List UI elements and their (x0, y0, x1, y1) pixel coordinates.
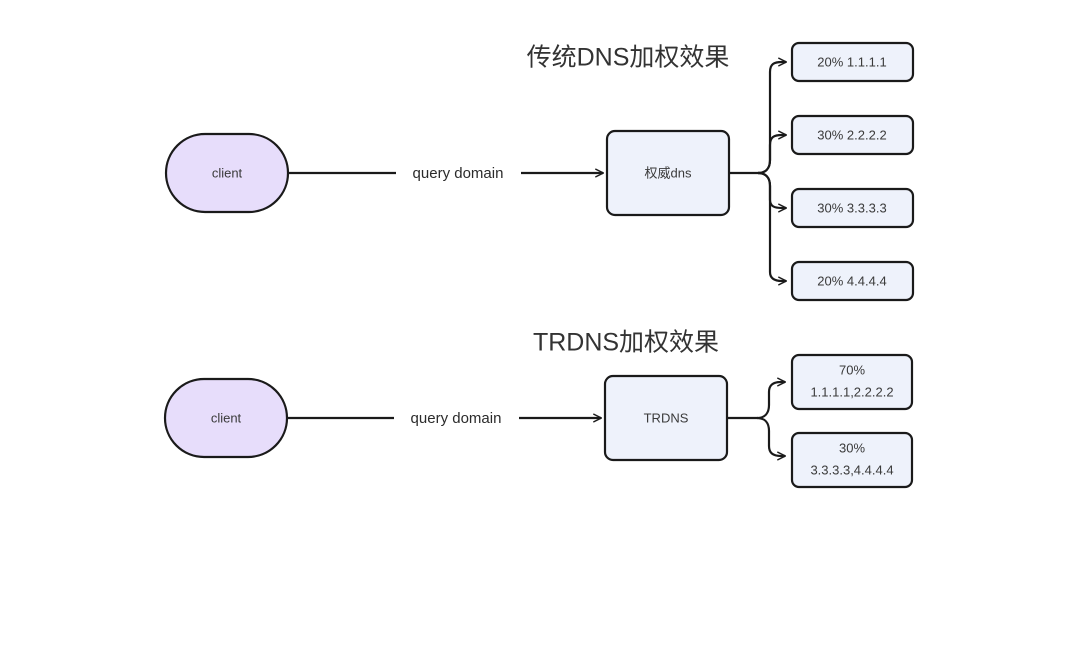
result-box-trdns-2[interactable]: 30% 3.3.3.3,4.4.4.4 (790, 431, 914, 489)
result-box-4[interactable]: 20% 4.4.4.4 (790, 260, 915, 302)
branch-connector-trdns-2 (756, 416, 785, 456)
result-box-3-shape (790, 187, 915, 229)
edge-label-query-domain-trdns: query domain (411, 410, 502, 427)
result-box-2[interactable]: 30% 2.2.2.2 (790, 114, 915, 156)
branch-connector-3 (757, 171, 786, 208)
result-box-1-label: 20% 1.1.1.1 (817, 54, 886, 69)
section-trdns: TRDNS加权效果 client query domain TRDNS (163, 329, 914, 489)
result-box-1-shape (790, 41, 915, 83)
result-box-trdns-2-label-line2: 3.3.3.3,4.4.4.4 (810, 462, 893, 477)
result-box-1[interactable]: 20% 1.1.1.1 (790, 41, 915, 83)
branch-connector-2 (757, 135, 786, 175)
result-box-trdns-1[interactable]: 70% 1.1.1.1,2.2.2.2 (790, 353, 914, 411)
result-box-3-label: 30% 3.3.3.3 (817, 200, 886, 215)
result-box-trdns-1-label-line1: 70% (839, 362, 865, 377)
section-title-traditional-dns: 传统DNS加权效果 (527, 44, 730, 72)
section-traditional-dns: 传统DNS加权效果 client query domain 权威dns (164, 41, 915, 302)
node-client-traditional[interactable]: client (164, 132, 290, 214)
result-box-2-shape (790, 114, 915, 156)
edge-label-query-domain: query domain (413, 165, 504, 182)
result-box-2-label: 30% 2.2.2.2 (817, 127, 886, 142)
result-box-trdns-2-shape (790, 431, 914, 489)
node-server-traditional[interactable]: 权威dns (605, 129, 731, 217)
client-node-label-trdns: client (211, 410, 242, 425)
client-node-label: client (212, 165, 243, 180)
result-box-trdns-1-label-line2: 1.1.1.1,2.2.2.2 (810, 384, 893, 399)
result-box-3[interactable]: 30% 3.3.3.3 (790, 187, 915, 229)
result-box-4-label: 20% 4.4.4.4 (817, 273, 886, 288)
result-box-trdns-1-shape (790, 353, 914, 411)
server-node-label-trdns: TRDNS (644, 410, 689, 425)
node-server-trdns[interactable]: TRDNS (603, 374, 729, 462)
node-client-trdns[interactable]: client (163, 377, 289, 459)
result-box-trdns-2-label-line1: 30% (839, 440, 865, 455)
branch-connector-1 (757, 62, 786, 175)
branch-connector-trdns-1 (756, 382, 785, 420)
section-title-trdns: TRDNS加权效果 (533, 329, 719, 357)
result-box-4-shape (790, 260, 915, 302)
branch-connector-4 (757, 171, 786, 281)
server-node-label: 权威dns (645, 165, 692, 180)
